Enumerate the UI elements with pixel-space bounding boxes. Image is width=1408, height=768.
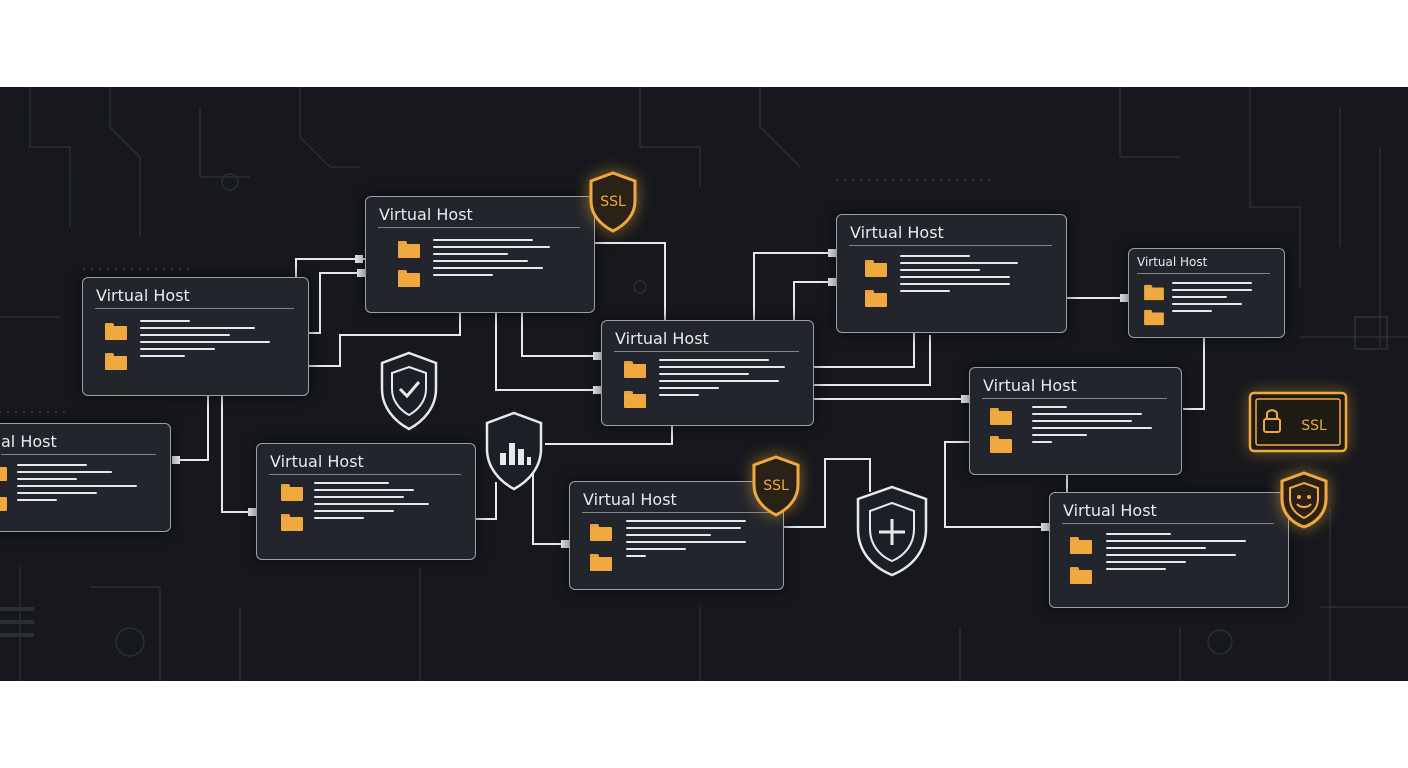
folder-icon: [398, 241, 420, 258]
folder-icon: [590, 524, 612, 541]
virtual-host-title: Virtual Host: [1137, 255, 1208, 269]
folder-icon: [624, 391, 646, 408]
folder-icon: [105, 353, 127, 370]
folder-icon: [105, 323, 127, 340]
virtual-host-card-bottom-center[interactable]: Virtual Host: [569, 481, 784, 590]
virtual-host-card-top[interactable]: Virtual Host: [365, 196, 595, 313]
virtual-host-title: Virtual Host: [270, 452, 364, 471]
virtual-host-card-left[interactable]: Virtual Host: [82, 277, 309, 396]
virtual-host-card-partial[interactable]: al Host: [0, 423, 171, 532]
virtual-host-card-lower-left[interactable]: Virtual Host: [256, 443, 476, 560]
folder-icon: [0, 494, 7, 511]
folder-icon: [1144, 284, 1164, 301]
shield-chart-icon: [485, 411, 543, 491]
virtual-host-title: Virtual Host: [96, 286, 190, 305]
ssl-shield-icon: SSL: [752, 455, 800, 517]
folder-icon: [990, 408, 1012, 425]
shield-check-icon: [380, 351, 438, 431]
ssl-lock-certificate-icon: SSL: [1248, 391, 1348, 453]
diagram-canvas: al Host Virtual Host Virtual Host Virtua…: [0, 87, 1408, 681]
folder-icon: [590, 554, 612, 571]
shield-plus-icon: [856, 485, 928, 577]
folder-icon: [281, 484, 303, 501]
virtual-host-title: Virtual Host: [850, 223, 944, 242]
virtual-host-card-bottom-right[interactable]: Virtual Host: [1049, 492, 1289, 608]
ssl-shield-icon: SSL: [589, 171, 637, 233]
virtual-host-card-top-right[interactable]: Virtual Host: [836, 214, 1067, 333]
virtual-host-card-center[interactable]: Virtual Host: [601, 320, 814, 426]
virtual-host-title: Virtual Host: [583, 490, 677, 509]
virtual-host-card-right-middle[interactable]: Virtual Host: [969, 367, 1182, 475]
virtual-host-title: Virtual Host: [379, 205, 473, 224]
virtual-host-title: Virtual Host: [983, 376, 1077, 395]
virtual-host-title: Virtual Host: [615, 329, 709, 348]
folder-icon: [1070, 567, 1092, 584]
shield-smile-icon: [1280, 471, 1328, 529]
svg-text:SSL: SSL: [1301, 418, 1327, 434]
folder-icon: [624, 361, 646, 378]
folder-icon: [865, 260, 887, 277]
connector-lines: [172, 242, 1205, 548]
virtual-host-title: al Host: [1, 432, 57, 451]
folder-icon: [398, 270, 420, 287]
virtual-host-card-small[interactable]: Virtual Host: [1128, 248, 1285, 338]
folder-icon: [281, 514, 303, 531]
virtual-host-title: Virtual Host: [1063, 501, 1157, 520]
svg-text:SSL: SSL: [600, 194, 626, 210]
folder-icon: [0, 464, 7, 481]
folder-icon: [990, 436, 1012, 453]
svg-text:SSL: SSL: [763, 478, 789, 494]
circuit-background: [0, 87, 1408, 681]
folder-icon: [1070, 537, 1092, 554]
folder-icon: [1144, 309, 1164, 326]
folder-icon: [865, 290, 887, 307]
